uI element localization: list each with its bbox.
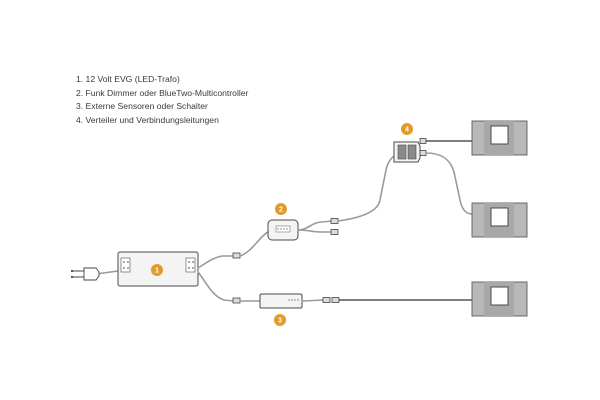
- connector: [331, 297, 340, 303]
- svg-text:3: 3: [278, 318, 282, 325]
- cable-psu-to-dimmer: [197, 255, 235, 269]
- distributor-unit: [393, 141, 421, 163]
- connector: [419, 150, 427, 156]
- cable-psu-to-sensor: [197, 271, 235, 302]
- badge-power-supply: 1: [151, 264, 163, 276]
- legend-item-sensor: 3. Externe Sensoren oder Schalter: [76, 101, 208, 111]
- legend: 1. 12 Volt EVG (LED-Trafo) 2. Funk Dimme…: [76, 73, 248, 127]
- connector: [330, 218, 339, 224]
- legend-item-distributor: 4. Verteiler und Verbindungsleitungen: [76, 114, 219, 125]
- cable-dimmer-to-distributor: [337, 152, 401, 222]
- badge-sensor: 3: [274, 314, 286, 326]
- light-fixture-bottom: [471, 281, 528, 317]
- connector: [322, 297, 331, 303]
- legend-item-dimmer: 2. Funk Dimmer oder BlueTwo-Multicontrol…: [76, 87, 249, 98]
- svg-text:2: 2: [279, 207, 283, 214]
- connector: [419, 138, 427, 144]
- badge-distributor: 4: [401, 123, 413, 135]
- badge-dimmer: 2: [275, 203, 287, 215]
- connector: [232, 252, 241, 259]
- legend-item-power-supply: 1. 12 Volt EVG (LED-Trafo): [76, 74, 180, 84]
- svg-text:4: 4: [405, 127, 409, 134]
- sensor-unit: [259, 293, 303, 309]
- dimmer-unit: [267, 219, 299, 241]
- connector: [330, 229, 339, 235]
- cable-distributor-to-light-middle: [425, 152, 473, 215]
- light-fixture-middle: [471, 202, 528, 238]
- svg-text:1: 1: [155, 268, 159, 275]
- mains-plug: [70, 267, 119, 281]
- light-fixture-top: [471, 120, 528, 156]
- connector: [232, 297, 241, 304]
